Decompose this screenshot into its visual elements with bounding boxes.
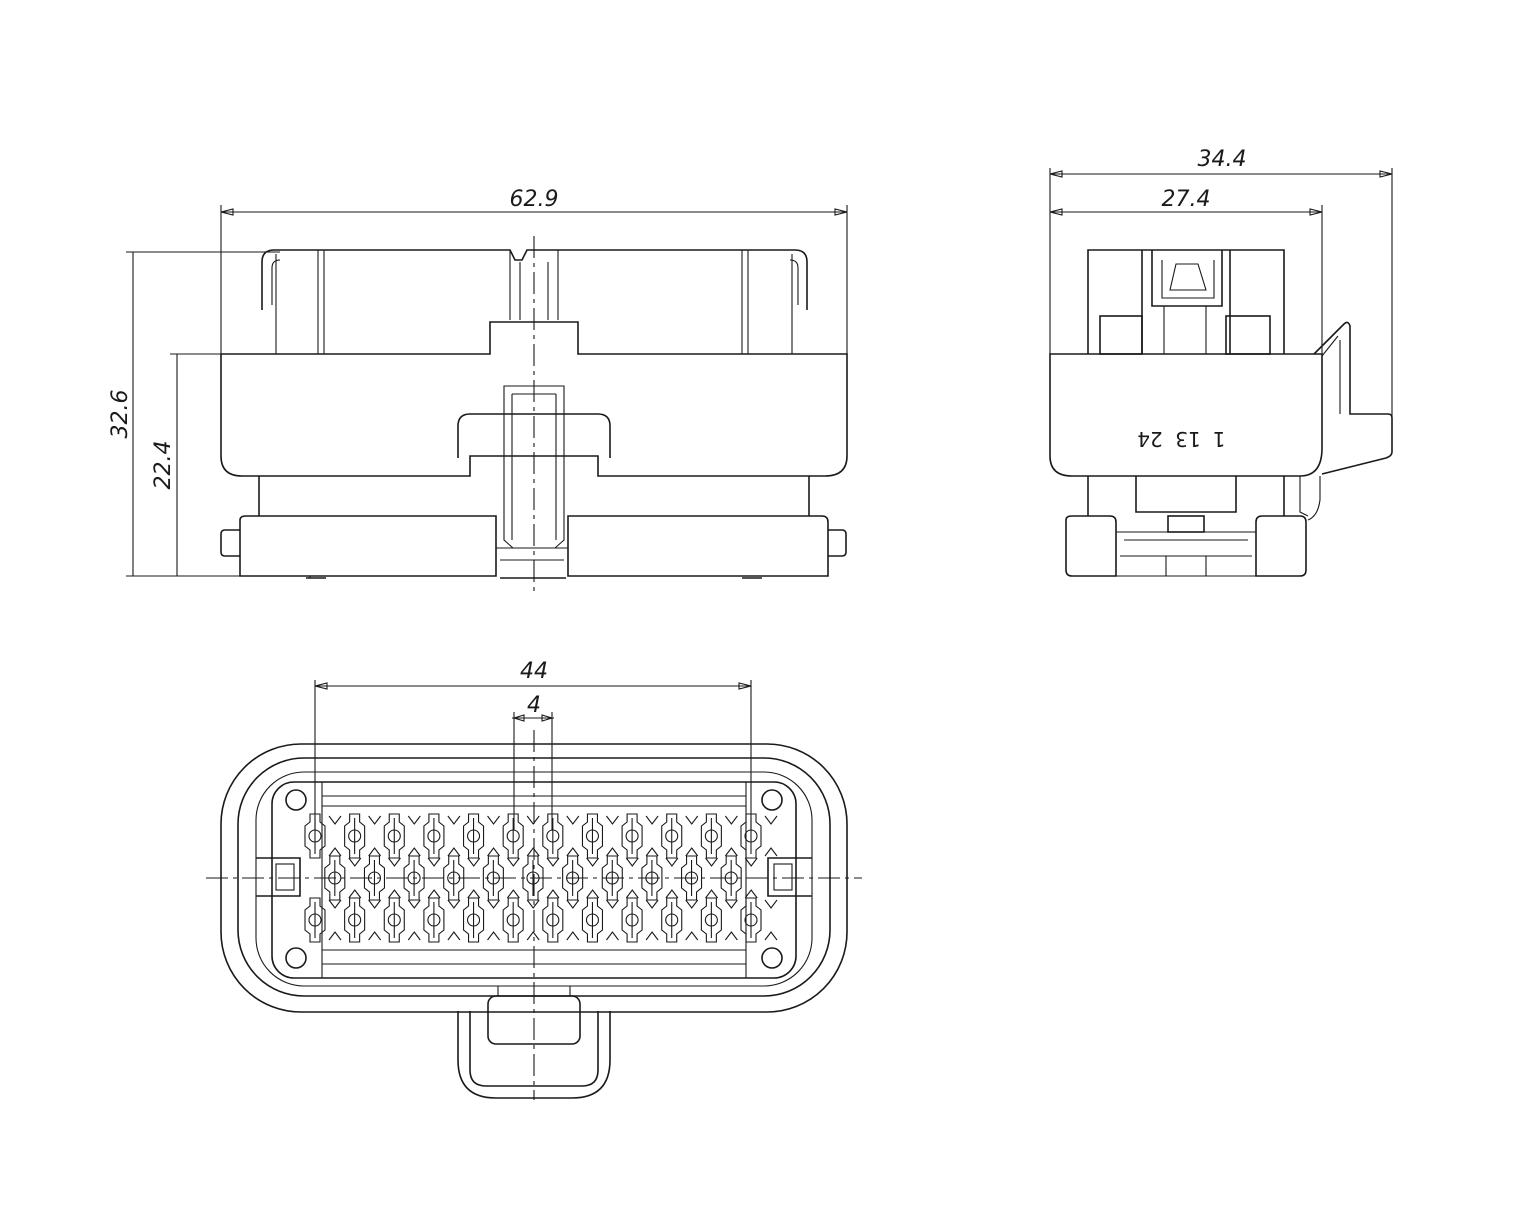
pin-cavity: [700, 897, 738, 943]
pin-cavity: [344, 813, 382, 859]
pin-cavity: [304, 813, 342, 859]
dim-side-width-total-label: 34.4: [1198, 147, 1247, 172]
dim-pin-span-label: 44: [520, 659, 548, 684]
pin-cavity: [621, 897, 659, 943]
dim-pin-span: 44: [314, 659, 752, 830]
pin-cavity: [344, 897, 382, 943]
pin-cavity: [462, 813, 500, 859]
dim-front-width: 62.9: [220, 187, 848, 355]
pin-cavity: [542, 813, 580, 859]
side-view: 34.4 27.4 1 13 24: [1049, 147, 1393, 577]
face-view: 44 4: [206, 659, 862, 1100]
dim-front-height-body: 22.4: [151, 353, 222, 576]
pin-cavity: [383, 897, 421, 943]
pin-cavities: [304, 813, 778, 943]
front-view: 62.9 32.6 22.4: [108, 187, 848, 596]
pin-cavity: [661, 813, 699, 859]
dim-front-height-total: 32.6: [108, 251, 280, 577]
dim-side-width-body-label: 27.4: [1162, 187, 1211, 212]
pin-number-markings: 1 13 24: [1137, 427, 1225, 451]
pin-cavity: [502, 897, 540, 943]
pin-cavity: [482, 855, 520, 901]
pin-cavity: [462, 897, 500, 943]
pin-cavity: [621, 813, 659, 859]
pin-cavity: [542, 897, 580, 943]
pin-mark-24: 24: [1137, 427, 1162, 451]
pin-cavity: [581, 813, 619, 859]
dim-pin-pitch-label: 4: [527, 693, 541, 718]
dim-side-width-total: 34.4: [1049, 147, 1393, 416]
pin-cavity: [661, 897, 699, 943]
pin-cavity: [423, 897, 461, 943]
pin-cavity: [502, 813, 540, 859]
dim-side-width-body: 27.4: [1049, 187, 1323, 354]
dim-pin-pitch: 4: [512, 693, 554, 830]
pin-cavity: [740, 897, 778, 943]
pin-cavity: [403, 855, 441, 901]
pin-mark-1: 1: [1213, 427, 1226, 451]
dim-front-height-body-label: 22.4: [151, 441, 176, 490]
dim-front-width-label: 62.9: [510, 187, 559, 212]
pin-cavity: [304, 897, 342, 943]
pin-cavity: [581, 897, 619, 943]
pin-cavity: [383, 813, 421, 859]
pin-cavity: [740, 813, 778, 859]
pin-mark-13: 13: [1175, 427, 1200, 451]
pin-cavity: [700, 813, 738, 859]
pin-cavity: [423, 813, 461, 859]
dim-front-height-total-label: 32.6: [108, 390, 133, 439]
